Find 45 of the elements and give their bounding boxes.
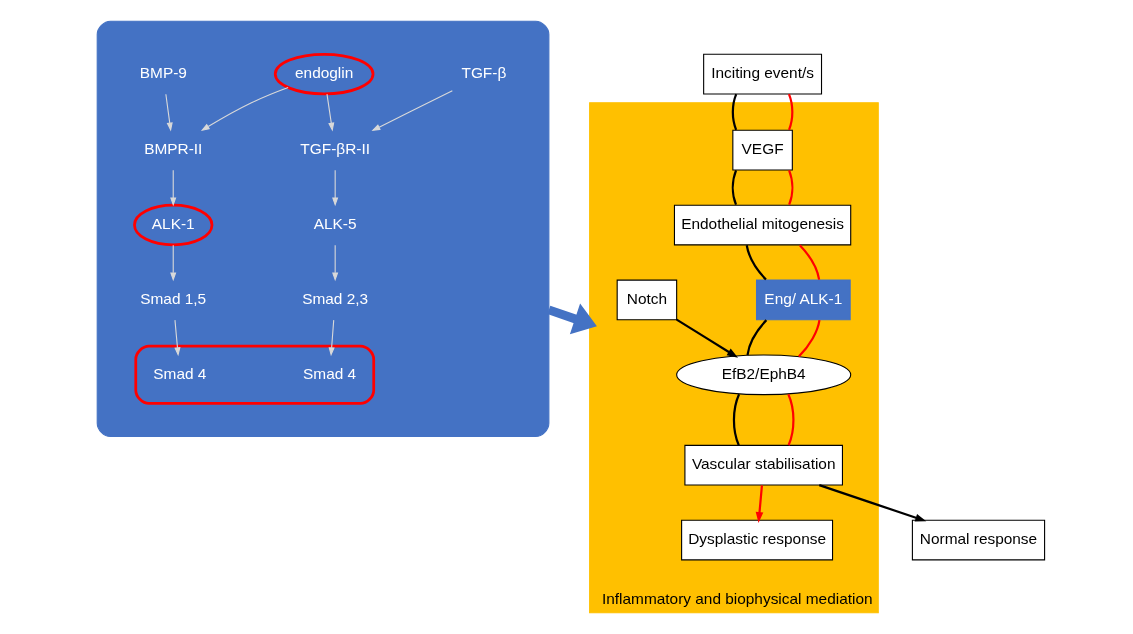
node-text: BMPR-II <box>144 140 203 158</box>
arrow <box>547 303 597 335</box>
node-text: Smad 4 <box>153 364 207 382</box>
connector <box>731 93 738 131</box>
connector <box>731 169 738 206</box>
arrow <box>332 169 339 207</box>
node-box: Notch <box>616 279 678 321</box>
node-text: Smad 4 <box>303 364 357 382</box>
node-box: Normal response <box>911 519 1046 561</box>
connector <box>798 319 821 358</box>
connector <box>787 93 794 131</box>
arrow <box>174 319 181 357</box>
arrow <box>328 319 335 357</box>
node-box: Eng/ ALK-1 <box>756 279 851 321</box>
arrow <box>676 318 738 358</box>
node-box: Dysplastic response <box>681 519 834 561</box>
arrow <box>332 244 339 282</box>
connector <box>732 393 741 446</box>
node-box: Endothelial mitogenesis <box>673 204 852 246</box>
arrow <box>326 93 335 132</box>
arrow <box>170 169 177 207</box>
arrow <box>755 485 764 524</box>
node-text: TGF-β <box>461 64 507 82</box>
node-text: Smad 2,3 <box>302 290 369 307</box>
node-text: Smad 1,5 <box>140 290 207 307</box>
node-text: TGF-βR-II <box>300 140 370 158</box>
connector <box>746 319 768 356</box>
node-text: BMP-9 <box>139 64 187 82</box>
node-text: ALK-5 <box>313 215 357 233</box>
connector <box>787 393 795 446</box>
arrow <box>818 484 927 522</box>
node-ellipse: EfB2/EphB4 <box>676 354 852 396</box>
node-box: Inciting event/s <box>703 53 823 95</box>
arrow <box>200 86 289 132</box>
arrow <box>170 244 177 282</box>
connector <box>799 244 821 280</box>
arrow <box>371 90 453 131</box>
node-ellipse: endoglin <box>273 52 375 96</box>
node-box: VEGF <box>732 129 793 171</box>
arrow <box>165 93 173 132</box>
node-ellipse: ALK-1 <box>133 203 214 247</box>
cluster <box>96 20 550 438</box>
connector <box>745 245 767 281</box>
node-box: Vascular stabilisation <box>684 444 843 486</box>
connector <box>788 169 794 206</box>
